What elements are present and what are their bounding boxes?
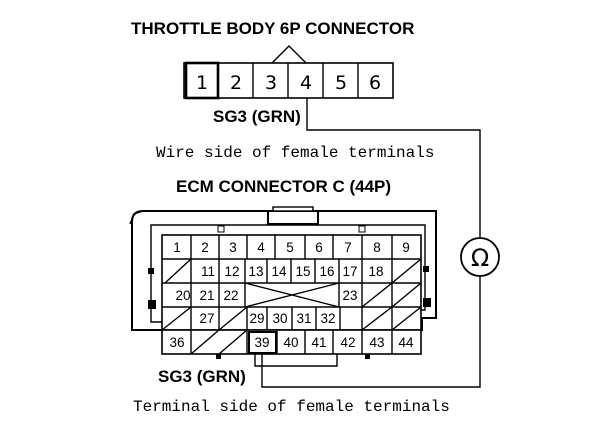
ecm-pin-8: 8 — [373, 240, 381, 255]
ecm-pin-1: 1 — [173, 240, 181, 255]
ecm-pin-17: 17 — [342, 264, 357, 279]
throttle-pin-6: 6 — [369, 72, 381, 94]
ecm-pin-32: 32 — [320, 311, 335, 326]
ecm-caption: Terminal side of female terminals — [133, 398, 450, 416]
ecm-pin-4: 4 — [257, 240, 265, 255]
ecm-pin-27: 27 — [199, 311, 214, 326]
throttle-pin-3: 3 — [265, 72, 277, 94]
throttle-connector-title: THROTTLE BODY 6P CONNECTOR — [131, 19, 414, 38]
ecm-pin-39: 39 — [254, 335, 269, 350]
ecm-pin-12: 12 — [224, 264, 239, 279]
ecm-pin-16: 16 — [319, 264, 334, 279]
ecm-pin-11: 11 — [201, 264, 215, 279]
ecm-pin-7: 7 — [344, 240, 352, 255]
ecm-pin-18: 18 — [368, 264, 383, 279]
ecm-pin-22: 22 — [223, 288, 238, 303]
ecm-pin-44: 44 — [398, 335, 414, 350]
throttle-connector: 1 2 3 4 5 6 — [183, 45, 394, 100]
ecm-pin-43: 43 — [369, 335, 384, 350]
ecm-pin-15: 15 — [295, 264, 310, 279]
ecm-connector-title: ECM CONNECTOR C (44P) — [176, 177, 391, 196]
ecm-pin-31: 31 — [296, 311, 311, 326]
ecm-connector: 1 2 3 4 5 6 7 8 9 11 12 13 14 15 16 17 1… — [129, 206, 437, 367]
ecm-pin-6: 6 — [315, 240, 323, 255]
ecm-pin-29: 29 — [249, 311, 264, 326]
ohm-symbol: Ω — [471, 244, 489, 272]
throttle-pin-4: 4 — [300, 72, 312, 94]
throttle-pin-5: 5 — [335, 72, 347, 94]
ecm-pin-23: 23 — [342, 288, 357, 303]
ecm-pin-9: 9 — [402, 240, 410, 255]
ecm-pin-36: 36 — [169, 335, 184, 350]
throttle-caption: Wire side of female terminals — [156, 144, 434, 162]
throttle-wire-label: SG3 (GRN) — [213, 107, 301, 126]
ecm-pin-2: 2 — [201, 240, 209, 255]
ecm-pin-5: 5 — [286, 240, 294, 255]
ecm-wire-label: SG3 (GRN) — [158, 367, 246, 386]
ecm-pin-41: 41 — [311, 335, 326, 350]
ecm-pin-3: 3 — [229, 240, 237, 255]
ecm-pin-42: 42 — [340, 335, 355, 350]
ecm-pin-40: 40 — [283, 335, 298, 350]
ohmmeter-icon: Ω — [460, 237, 500, 277]
throttle-pin-1: 1 — [196, 72, 208, 94]
test-lead-wires — [261, 98, 481, 388]
ecm-pin-21: 21 — [199, 288, 214, 303]
throttle-pin-2: 2 — [230, 72, 242, 94]
ecm-pin-14: 14 — [271, 264, 287, 279]
ecm-pin-13: 13 — [248, 264, 263, 279]
ecm-pin-30: 30 — [272, 311, 287, 326]
ecm-pin-20: 20 — [175, 288, 190, 303]
